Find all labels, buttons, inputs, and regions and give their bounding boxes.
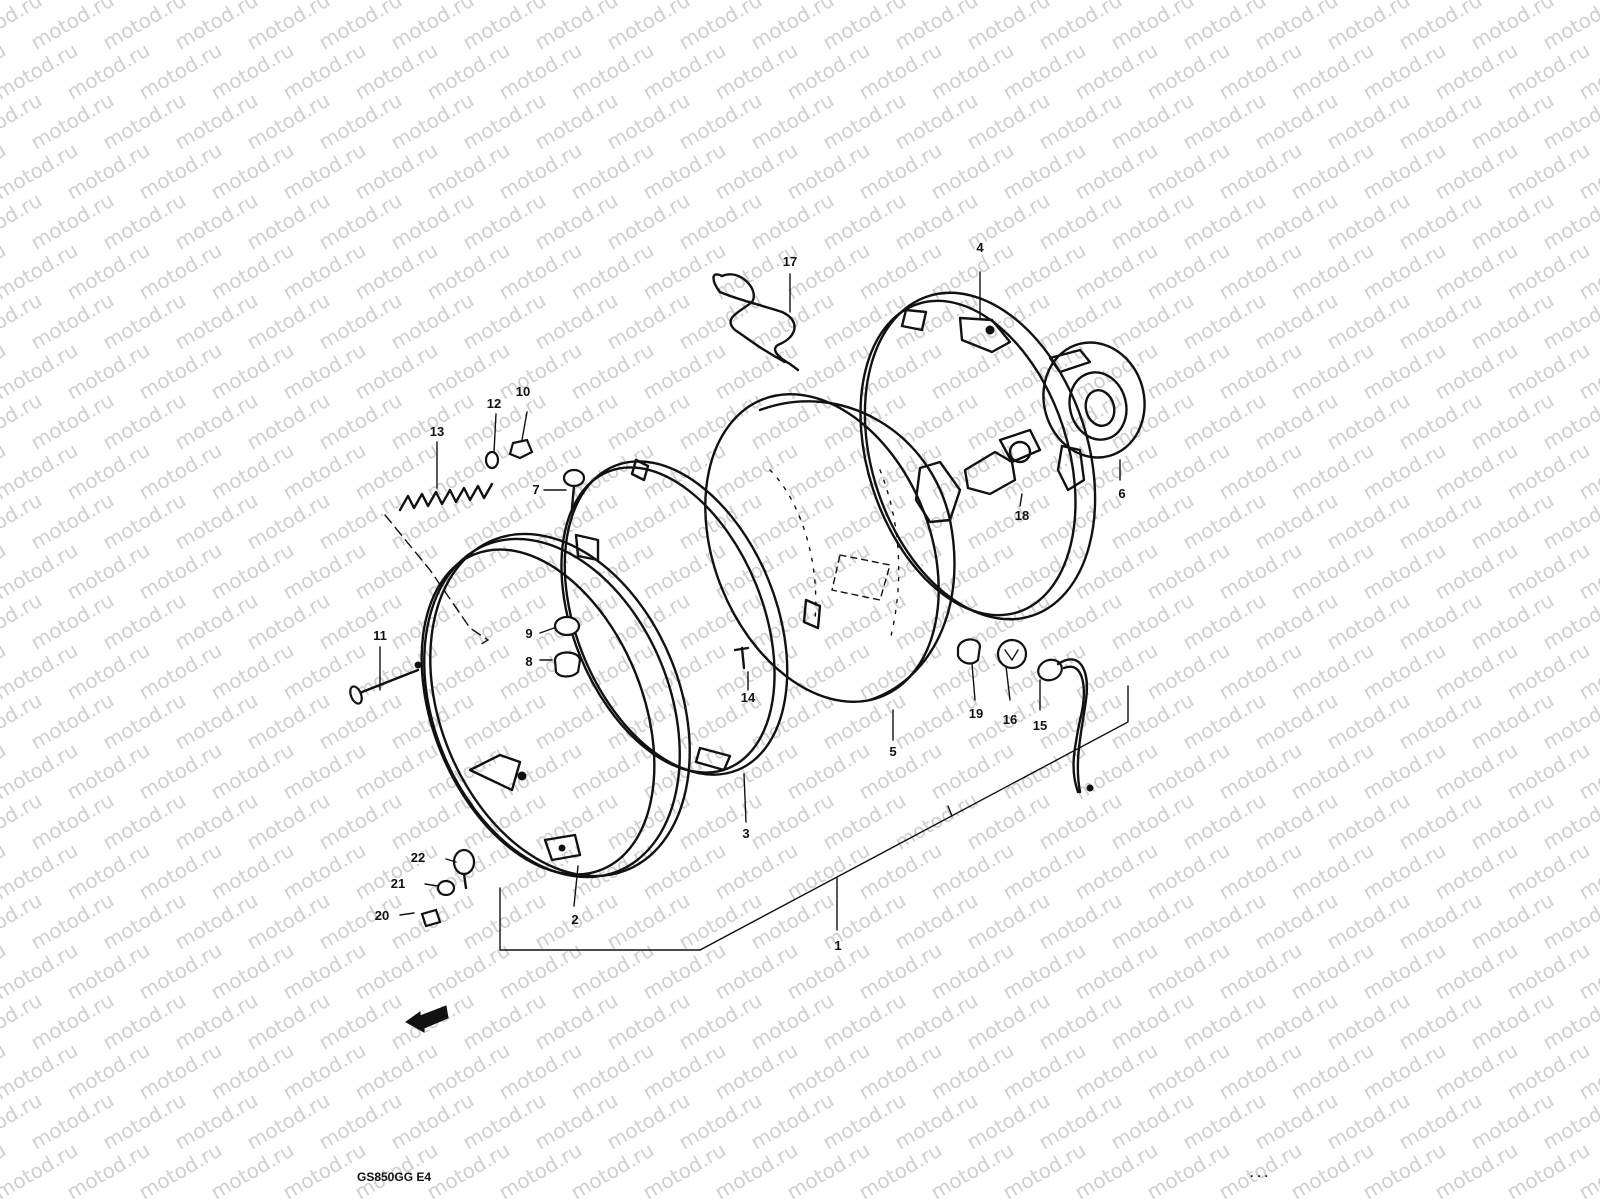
callout-10: 10 (516, 384, 530, 399)
callout-12: 12 (487, 396, 501, 411)
spring-part-13 (398, 482, 494, 512)
washer-part-12 (484, 450, 500, 470)
front-rim-part-2 (414, 532, 691, 879)
bulb-part-19 (956, 638, 982, 665)
callout-13: 13 (430, 424, 444, 439)
callout-3: 3 (742, 826, 749, 841)
callout-20: 20 (375, 908, 389, 923)
watermark-text: motod.ru (1575, 0, 1600, 4)
washer-part-21 (436, 879, 456, 897)
callout-1: 1 (834, 938, 841, 953)
nut-part-20 (420, 908, 442, 928)
callout-5: 5 (889, 744, 896, 759)
callout-16: 16 (1003, 712, 1017, 727)
model-caption: GS850GG E4 (357, 1170, 431, 1184)
callout-19: 19 (969, 706, 983, 721)
bulb-part-18 (963, 428, 1042, 496)
leader-lines (379, 271, 1121, 916)
grommet-part-8 (553, 651, 582, 678)
screw-part-14 (733, 646, 750, 670)
spring-clip-part-17 (712, 273, 800, 372)
callout-21: 21 (391, 876, 405, 891)
callout-15: 15 (1033, 718, 1047, 733)
assembly-bracket-lines (384, 514, 1129, 951)
callout-11: 11 (373, 628, 387, 643)
harness-part-15 (1037, 658, 1094, 794)
callout-labels: 1 2 3 4 5 6 7 8 9 10 11 12 13 14 15 16 1… (373, 240, 1125, 953)
callout-7: 7 (532, 482, 539, 497)
callout-14: 14 (741, 690, 756, 705)
forward-arrow-icon (405, 1005, 449, 1033)
callout-17: 17 (783, 254, 797, 269)
callout-8: 8 (525, 654, 532, 669)
callout-2: 2 (571, 912, 578, 927)
cap-part-9 (553, 615, 581, 637)
callout-4: 4 (976, 240, 984, 255)
callout-18: 18 (1015, 508, 1029, 523)
bolt-part-11 (349, 668, 420, 705)
corner-dots: · · · (1250, 1169, 1269, 1183)
callout-6: 6 (1118, 486, 1125, 501)
nut-part-10 (508, 438, 534, 460)
screw-part-7 (562, 468, 586, 510)
callout-22: 22 (411, 850, 425, 865)
callout-9: 9 (525, 626, 532, 641)
socket-cover-part-6 (1042, 341, 1146, 459)
socket-part-16 (996, 638, 1028, 670)
housing-part-4 (859, 291, 1097, 621)
